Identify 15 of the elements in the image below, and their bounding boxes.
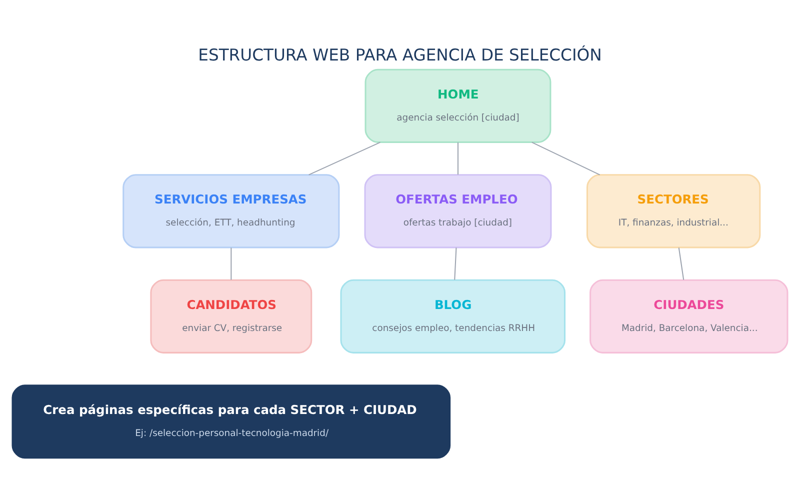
connector — [308, 141, 380, 175]
connector — [457, 142, 458, 174]
diagram-title: ESTRUCTURA WEB PARA AGENCIA DE SELECCIÓN — [198, 44, 602, 64]
connector — [678, 247, 684, 280]
node-box: SERVICIOS EMPRESAS selección, ETT, headhunting — [122, 174, 340, 248]
node-box: Crea páginas específicas para cada SECTOR + CIUDAD Ej: /seleccion-personal-tecnologia-madrid/ — [12, 384, 451, 458]
connector — [230, 247, 232, 280]
node-box: CANDIDATOS enviar CV, registrarse — [150, 278, 312, 353]
connector — [532, 141, 600, 175]
node-box: BLOG consejos empleo, tendencias RRHH — [340, 278, 566, 353]
node-box: HOME agencia selección [ciudad] — [364, 68, 552, 142]
connector — [454, 247, 457, 280]
node-box: CIUDADES Madrid, Barcelona, Valencia... — [590, 278, 788, 353]
node-box: OFERTAS EMPLEO ofertas trabajo [ciudad] — [364, 174, 552, 248]
node-box: SECTORES IT, finanzas, industrial... — [586, 174, 761, 248]
